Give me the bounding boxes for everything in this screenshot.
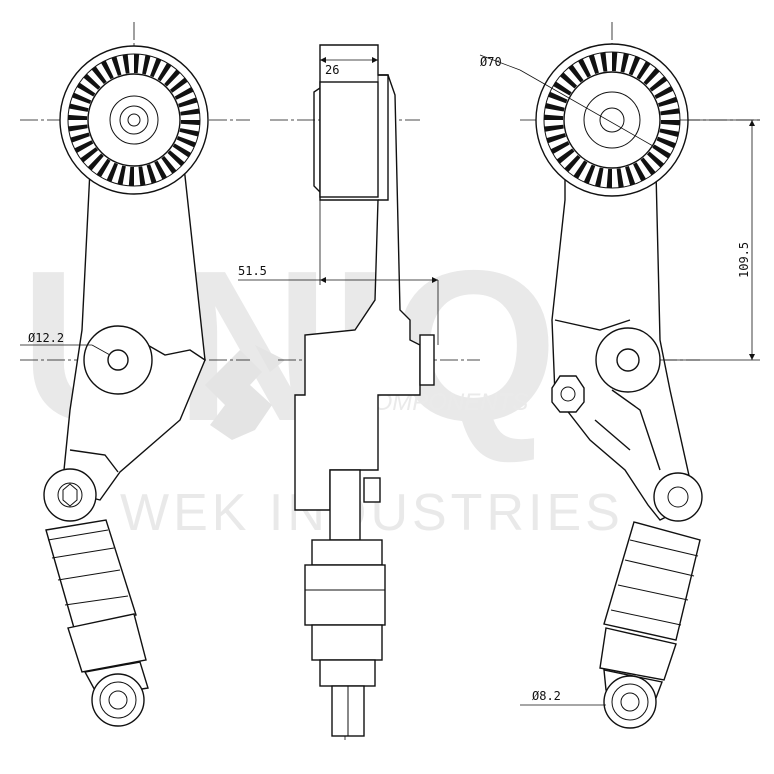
pulley-rib [68, 114, 88, 120]
pulley-rib [564, 154, 581, 173]
pulley-rib [174, 87, 194, 100]
pulley-rib [544, 114, 564, 120]
pulley-rib [550, 141, 570, 154]
pulley-rib [69, 103, 89, 112]
pulley-rib [559, 72, 578, 89]
pulley-rib [164, 69, 181, 87]
pulley-rib [74, 140, 94, 153]
pulley-rib [111, 56, 122, 76]
pulley-rib [568, 64, 584, 83]
pulley-rib [161, 156, 177, 174]
watermark-logo-icon [205, 345, 285, 440]
arm-length-dimension: 109.5 [737, 242, 751, 278]
pulley-rib [101, 60, 114, 80]
pulley-rib [656, 136, 676, 149]
left-pivot-bore [107, 349, 129, 371]
pulley-rib [87, 153, 104, 171]
right-view: Ø70 109.5 Ø8.2 [479, 22, 760, 729]
pulley-rib [643, 67, 660, 86]
pulley-rib [117, 165, 126, 185]
pulley-rib [612, 52, 618, 72]
pulley-rib [70, 132, 90, 143]
pulley-width-dimension: 26 [325, 63, 339, 77]
pulley-rib [91, 66, 107, 84]
pulley-rib [573, 160, 588, 179]
pulley-rib [625, 166, 636, 186]
pulley-rib [658, 96, 678, 107]
pulley-rib [179, 128, 199, 137]
pulley-rib [600, 52, 608, 72]
pulley-rib [660, 120, 680, 126]
pulley-rib [553, 81, 572, 96]
pulley-rib [544, 124, 564, 132]
pulley-rib [578, 58, 591, 78]
right-damper [599, 472, 703, 729]
pulley-rib [122, 54, 130, 74]
pulley-rib [178, 97, 198, 108]
pulley-rib [68, 124, 88, 132]
right-pulley [535, 43, 689, 197]
pulley-rib [167, 150, 185, 167]
pulley-rib [640, 157, 656, 176]
pulley-rib [660, 108, 680, 116]
pulley-rib [654, 86, 674, 99]
bolt-hex-icon [551, 375, 585, 413]
pulley-diameter-dimension: Ø70 [480, 55, 502, 69]
pulley-rib [176, 136, 197, 148]
pulley-rib [157, 62, 172, 82]
pulley-rib [646, 151, 665, 168]
pulley-rib [556, 148, 575, 164]
pulley-rib [76, 82, 96, 97]
right-arm [551, 129, 701, 521]
pulley-rib [180, 108, 200, 116]
pulley-rib [71, 92, 92, 104]
pulley-rib [649, 76, 668, 92]
pulley-rib [83, 73, 101, 90]
pulley-rib [146, 164, 157, 184]
pulley-rib [134, 54, 140, 74]
pulley-rib [588, 54, 599, 74]
pulley-rib [636, 61, 651, 80]
left-view: Ø12.2 [20, 22, 250, 727]
left-damper [43, 468, 149, 727]
pulley-rib [633, 162, 646, 182]
right-pivot-bore [616, 348, 640, 372]
pulley-rib [128, 166, 134, 186]
pulley-rib [594, 167, 604, 187]
pulley-rib [545, 102, 565, 112]
offset-dimension: 51.5 [238, 264, 267, 278]
side-pulley-body [319, 81, 379, 198]
left-pulley [59, 45, 209, 195]
pulley-rib [154, 160, 167, 180]
pulley-rib [180, 120, 200, 126]
left-arm [61, 129, 206, 501]
pulley-rib [172, 143, 192, 158]
middle-view: 26 51.5 [238, 44, 480, 740]
mount-bore-dimension: Ø8.2 [532, 689, 561, 703]
pulley-rib [548, 91, 568, 104]
pulley-rib [150, 57, 162, 78]
pulley-rib [96, 158, 111, 178]
pulley-rib [142, 55, 151, 75]
pulley-rib [106, 162, 118, 183]
pulley-rib [606, 168, 612, 188]
pulley-rib [620, 53, 630, 73]
pulley-rib [80, 147, 98, 163]
pulley-rib [583, 164, 596, 184]
pulley-rib [616, 168, 624, 188]
pulley-rib [659, 128, 679, 138]
pulley-rib [170, 77, 188, 93]
pulley-rib [546, 133, 566, 144]
pulley-rib [628, 56, 641, 76]
pivot-bore-dimension: Ø12.2 [28, 331, 64, 345]
pulley-rib [138, 166, 146, 186]
side-damper [304, 469, 386, 737]
